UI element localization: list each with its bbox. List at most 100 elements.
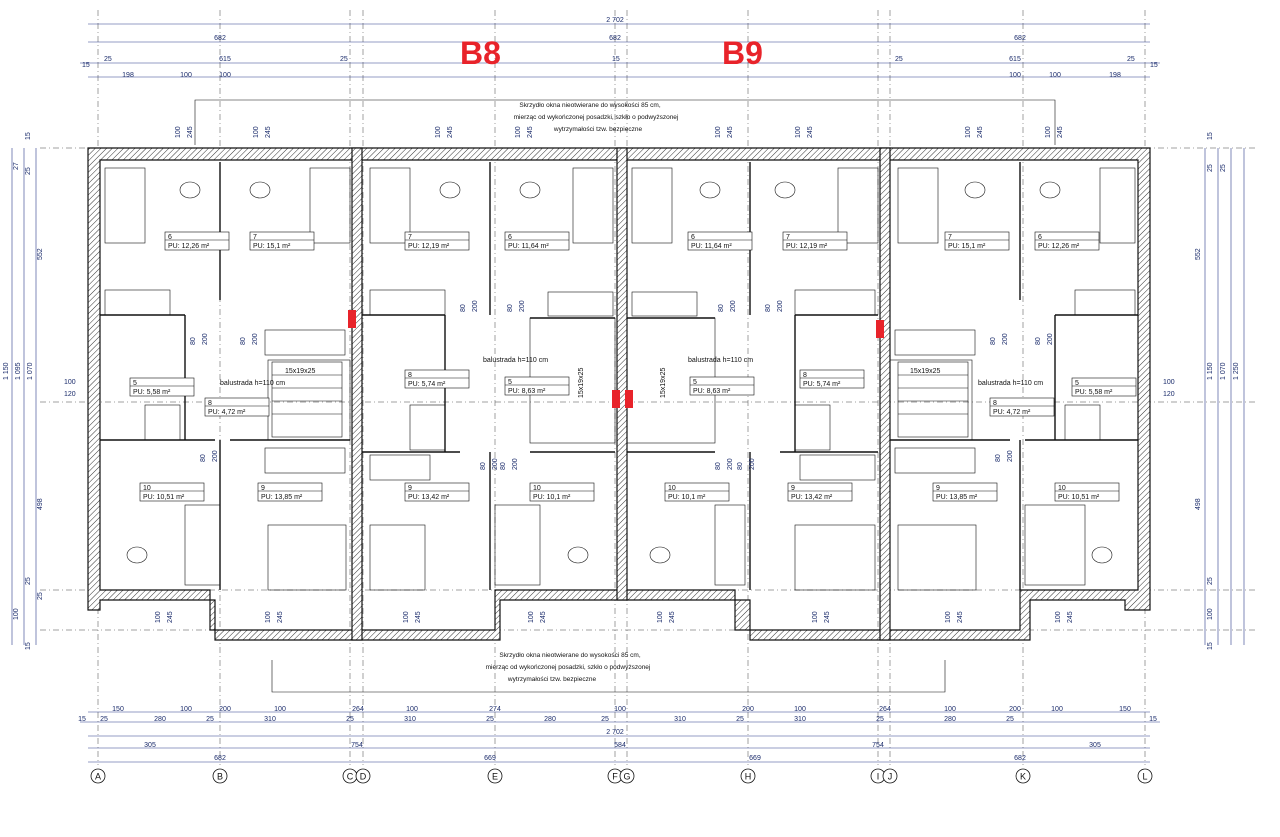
top-note-line-1: Skrzydło okna nieotwierane do wysokości … (519, 102, 660, 109)
door-dim: 200 (472, 300, 479, 312)
left-dim-1070: 1 070 (27, 362, 34, 380)
room-label: 5PU: 8,63 m² (689, 376, 755, 396)
bottom-total-dim: 2 702 (606, 729, 624, 736)
window-tag: 245 (277, 611, 284, 623)
axis-label: J (888, 772, 893, 782)
window-tag: 100 (403, 611, 410, 623)
window-tag: 100 (945, 611, 952, 623)
room-number: 9 (936, 485, 940, 492)
top-note-line-3: wytrzymałości tzw. bezpieczne (553, 126, 643, 133)
right-dim-1070: 1 070 (1220, 362, 1227, 380)
bottom-dim-r1: 150 (1119, 706, 1131, 713)
top-dim-682-b: 682 (609, 35, 621, 42)
window-tag: 100 (657, 611, 664, 623)
bottom-dim-r1: 100 (406, 706, 418, 713)
right-mid-120: 120 (1163, 391, 1175, 398)
bottom-dim-r1: 200 (1009, 706, 1021, 713)
top-dim-198-b: 198 (1109, 72, 1121, 79)
axis-label: A (95, 772, 101, 782)
room-number: 7 (948, 234, 952, 241)
bottom-dim-r4: 682 (1014, 755, 1026, 762)
bottom-dim-r1: 100 (274, 706, 286, 713)
door-dim: 80 (765, 304, 772, 312)
door-dim: 80 (200, 454, 207, 462)
axis-marker-j: J (882, 768, 898, 784)
window-tag: 100 (175, 126, 182, 138)
bottom-dim-r2: 25 (486, 716, 494, 723)
bottom-dim-r2: 280 (544, 716, 556, 723)
top-dim-100-c: 100 (1009, 72, 1021, 79)
bottom-note-line-2: mierząc od wykończonej posadzki, szkło o… (486, 664, 651, 671)
furniture (104, 167, 1136, 591)
window-tag: 100 (1045, 126, 1052, 138)
room-label: 7PU: 12,19 m² (404, 231, 470, 251)
right-dim-25-c: 25 (1207, 577, 1214, 585)
door-dim: 80 (1035, 337, 1042, 345)
right-dimension-chain: 15 25 25 552 1 150 1 070 1 250 498 25 10… (1163, 132, 1245, 650)
top-dim-25-b: 25 (340, 56, 348, 63)
balustrade-label-1: balustrada h=110 cm (220, 380, 285, 387)
window-tag: 100 (515, 126, 522, 138)
right-dim-25-a: 25 (1207, 164, 1214, 172)
right-dim-100: 100 (1207, 608, 1214, 620)
door-dim: 200 (727, 458, 734, 470)
balustrade-label-3: balustrada h=110 cm (688, 357, 753, 364)
window-tag: 245 (824, 611, 831, 623)
door-dim: 80 (480, 462, 487, 470)
right-dim-1250: 1 250 (1233, 362, 1240, 380)
room-number: 5 (508, 379, 512, 386)
left-dim-100: 100 (13, 608, 20, 620)
room-area: PU: 10,1 m² (533, 494, 571, 501)
room-area: PU: 5,58 m² (1075, 389, 1113, 396)
axis-label: B (217, 772, 223, 782)
room-number: 5 (133, 380, 137, 387)
stairs-label-3: 15x19x25 (578, 368, 585, 398)
axis-label: D (360, 772, 367, 782)
window-tag: 245 (265, 126, 272, 138)
bottom-dim-r2: 25 (100, 716, 108, 723)
bottom-note: Skrzydło okna nieotwierane do wysokości … (271, 652, 946, 693)
window-tag: 245 (187, 126, 194, 138)
room-area: PU: 5,74 m² (803, 381, 841, 388)
bottom-dim-r1: 100 (944, 706, 956, 713)
bottom-dim-r1: 200 (742, 706, 754, 713)
door-dim: 200 (777, 300, 784, 312)
room-number: 6 (691, 234, 695, 241)
right-dim-1150: 1 150 (1207, 362, 1214, 380)
door-dim: 200 (202, 333, 209, 345)
axis-label: F (612, 772, 618, 782)
top-dim-100-b: 100 (219, 72, 231, 79)
room-label: 8PU: 5,74 m² (799, 369, 865, 389)
bottom-dim-r4: 669 (749, 755, 761, 762)
room-label: 5PU: 8,63 m² (504, 376, 570, 396)
bottom-dim-r3: 584 (614, 742, 626, 749)
axis-marker-l: L (1137, 768, 1153, 784)
door-dim: 200 (1007, 450, 1014, 462)
bottom-dim-r1: 274 (489, 706, 501, 713)
axis-label: L (1142, 772, 1147, 782)
room-area: PU: 10,51 m² (143, 494, 185, 501)
top-note: Skrzydło okna nieotwierane do wysokości … (194, 99, 1056, 145)
left-dim-25-c: 25 (37, 592, 44, 600)
room-label: 6PU: 12,26 m² (164, 231, 230, 251)
room-area: PU: 12,26 m² (168, 243, 210, 250)
bottom-dim-r2: 310 (264, 716, 276, 723)
axis-marker-k: K (1015, 768, 1031, 784)
building-walls (87, 147, 1151, 641)
room-area: PU: 5,74 m² (408, 381, 446, 388)
top-dim-15-a: 15 (82, 62, 90, 69)
room-number: 8 (408, 372, 412, 379)
door-dim: 80 (240, 337, 247, 345)
room-area: PU: 4,72 m² (993, 409, 1031, 416)
door-dim: 80 (190, 337, 197, 345)
left-dim-25-b: 25 (25, 577, 32, 585)
room-area: PU: 13,85 m² (261, 494, 303, 501)
bottom-dim-r1: 200 (219, 706, 231, 713)
room-number: 7 (408, 234, 412, 241)
window-tag: 100 (715, 126, 722, 138)
bottom-dim-r4: 682 (214, 755, 226, 762)
top-dim-682-c: 682 (1014, 35, 1026, 42)
